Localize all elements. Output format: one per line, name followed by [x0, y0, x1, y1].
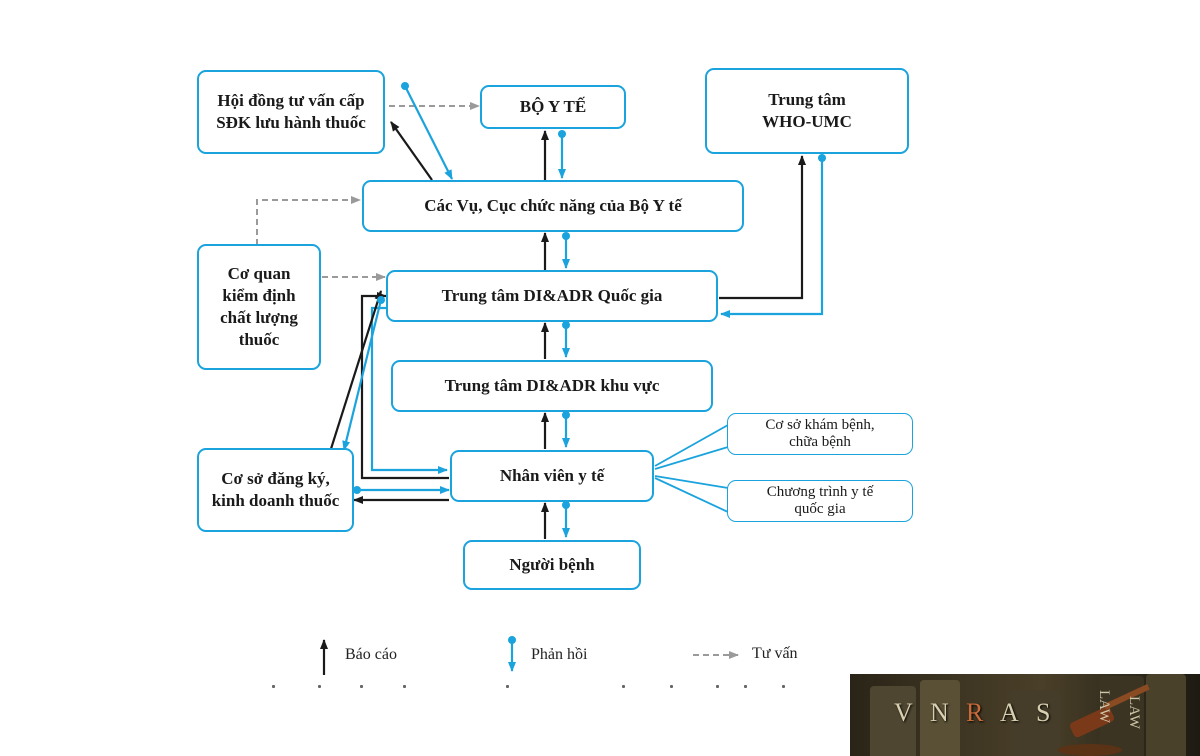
node-staff-label: Nhân viên y tế: [499, 465, 605, 485]
node-clinics-label: Cơ sở khám bệnh, chữa bệnh: [765, 416, 875, 450]
node-patient: Người bệnh: [463, 540, 641, 590]
link-staff-clinics-2: [654, 446, 729, 470]
gavel-icon: [1058, 683, 1150, 756]
link-staff-programs-1: [654, 475, 729, 489]
node-ministry: BỘ Y TẾ: [480, 85, 626, 129]
node-national-center-label: Trung tâm DI&ADR Quốc gia: [441, 285, 663, 305]
node-programs: Chương trình y tế quốc gia: [727, 480, 913, 522]
feedback-arrow-who-national: [720, 158, 824, 318]
node-programs-label: Chương trình y tế quốc gia: [766, 483, 874, 517]
node-council: Hội đồng tư vấn cấp SĐK lưu hành thuốc: [197, 70, 385, 154]
report-arrow-national-who: [719, 155, 806, 300]
link-staff-clinics-1: [654, 424, 729, 467]
node-national-center: Trung tâm DI&ADR Quốc gia: [386, 270, 718, 322]
node-staff: Nhân viên y tế: [450, 450, 654, 502]
vnras-logo: V N R A S LAW LAW: [850, 674, 1200, 756]
feedback-arrow-council-departments: [404, 85, 453, 180]
node-departments: Các Vụ, Cục chức năng của Bộ Y tế: [362, 180, 744, 232]
node-regional-center-label: Trung tâm DI&ADR khu vực: [444, 375, 660, 395]
node-clinics: Cơ sở khám bệnh, chữa bệnh: [727, 413, 913, 455]
legend-report-label: Báo cáo: [345, 646, 397, 663]
legend-feedback-label: Phản hồi: [531, 646, 588, 663]
node-regional-center: Trung tâm DI&ADR khu vực: [391, 360, 713, 412]
node-ministry-label: BỘ Y TẾ: [519, 96, 587, 116]
node-registrar: Cơ sở đăng ký, kinh doanh thuốc: [197, 448, 354, 532]
report-arrow-departments-council: [390, 121, 433, 181]
node-departments-label: Các Vụ, Cục chức năng của Bộ Y tế: [424, 195, 682, 215]
node-quality-label: Cơ quan kiểm định chất lượng thuốc: [220, 263, 298, 350]
node-registrar-label: Cơ sở đăng ký, kinh doanh thuốc: [211, 468, 340, 510]
node-patient-label: Người bệnh: [509, 554, 595, 574]
link-staff-programs-2: [654, 477, 729, 513]
feedback-arrow-national-registrar: [342, 299, 383, 451]
node-who: Trung tâm WHO-UMC: [705, 68, 909, 154]
advice-arrow-quality-departments: [256, 196, 361, 245]
legend-advice-label: Tư vấn: [752, 645, 798, 662]
node-council-label: Hội đồng tư vấn cấp SĐK lưu hành thuốc: [216, 90, 366, 132]
node-quality: Cơ quan kiểm định chất lượng thuốc: [197, 244, 321, 370]
node-who-label: Trung tâm WHO-UMC: [762, 89, 852, 131]
report-arrow-staff-national: [360, 292, 449, 480]
cropped-caption-remnant: [270, 683, 810, 691]
report-arrow-registrar-national: [328, 290, 383, 453]
